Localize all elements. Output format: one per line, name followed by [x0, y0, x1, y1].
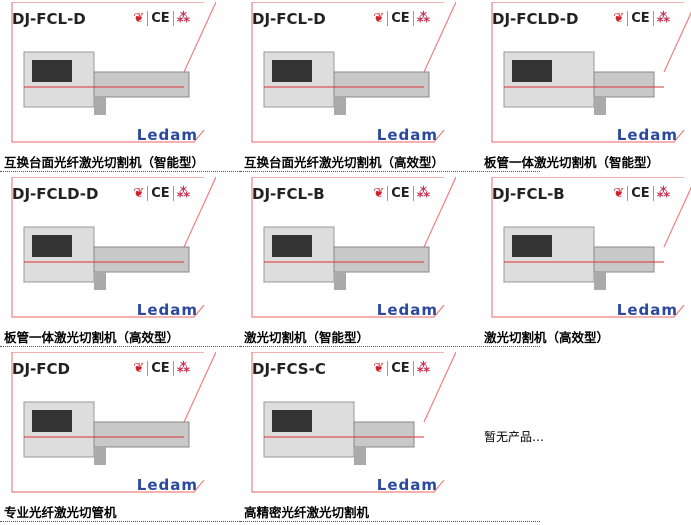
- model-label: DJ-FCL-D: [12, 10, 86, 28]
- flame-icon: ❦: [133, 11, 145, 26]
- machine-image: [23, 401, 190, 465]
- cert-icons: ❦CE⁂: [373, 11, 430, 26]
- product-card: DJ-FCS-C ❦CE⁂ Ledam 高精密光纤激光切割机: [240, 350, 480, 524]
- ip-icon: ⁂: [416, 361, 430, 376]
- product-image[interactable]: DJ-FCL-D ❦CE⁂ Ledam: [244, 2, 456, 150]
- product-title-link[interactable]: 板管一体激光切割机（智能型）: [484, 155, 660, 170]
- model-label: DJ-FCD: [12, 360, 70, 378]
- ledam-logo: Ledam: [136, 126, 198, 144]
- cert-icons: ❦CE⁂: [613, 186, 670, 201]
- ledam-logo: Ledam: [136, 476, 198, 494]
- ce-icon: CE: [627, 186, 654, 201]
- machine-image: [23, 226, 190, 290]
- product-card: DJ-FCLD-D ❦CE⁂ Ledam 板管一体激光切割机（智能型）: [480, 0, 691, 174]
- row-divider: [240, 521, 540, 522]
- product-card: DJ-FCD ❦CE⁂ Ledam 专业光纤激光切管机: [0, 350, 240, 524]
- no-product-text: 暂无产品…: [484, 430, 545, 444]
- flame-icon: ❦: [373, 361, 385, 376]
- image-frame: [251, 352, 456, 493]
- flame-icon: ❦: [133, 361, 145, 376]
- cert-icons: ❦CE⁂: [613, 11, 670, 26]
- image-frame: [11, 2, 216, 143]
- machine-image: [503, 226, 664, 290]
- ce-icon: CE: [147, 361, 174, 376]
- ip-icon: ⁂: [176, 186, 190, 201]
- row-divider: [0, 346, 300, 347]
- image-frame: [11, 177, 216, 318]
- product-title-link[interactable]: 激光切割机（高效型）: [484, 330, 610, 345]
- model-label: DJ-FCL-B: [252, 185, 325, 203]
- image-frame: [251, 177, 456, 318]
- ip-icon: ⁂: [416, 186, 430, 201]
- cert-icons: ❦CE⁂: [133, 11, 190, 26]
- ip-icon: ⁂: [416, 11, 430, 26]
- ledam-logo: Ledam: [616, 126, 678, 144]
- product-image[interactable]: DJ-FCS-C ❦CE⁂ Ledam: [244, 352, 456, 500]
- ip-icon: ⁂: [176, 361, 190, 376]
- flame-icon: ❦: [373, 11, 385, 26]
- machine-image: [503, 51, 664, 115]
- product-card: DJ-FCLD-D ❦CE⁂ Ledam 板管一体激光切割机（高效型）: [0, 175, 240, 349]
- product-image[interactable]: DJ-FCL-B ❦CE⁂ Ledam: [244, 177, 456, 325]
- row-divider: [240, 346, 540, 347]
- ledam-logo: Ledam: [376, 476, 438, 494]
- flame-icon: ❦: [373, 186, 385, 201]
- model-label: DJ-FCLD-D: [12, 185, 99, 203]
- model-label: DJ-FCL-B: [492, 185, 565, 203]
- ce-icon: CE: [387, 186, 414, 201]
- ip-icon: ⁂: [176, 11, 190, 26]
- product-title-link[interactable]: 互换台面光纤激光切割机（高效型）: [244, 155, 445, 170]
- model-label: DJ-FCL-D: [252, 10, 326, 28]
- ce-icon: CE: [387, 11, 414, 26]
- cert-icons: ❦CE⁂: [373, 361, 430, 376]
- ce-icon: CE: [387, 361, 414, 376]
- row-divider: [0, 521, 300, 522]
- product-title-link[interactable]: 高精密光纤激光切割机: [244, 505, 370, 520]
- flame-icon: ❦: [613, 11, 625, 26]
- product-image[interactable]: DJ-FCL-B ❦CE⁂ Ledam: [484, 177, 691, 325]
- product-image[interactable]: DJ-FCD ❦CE⁂ Ledam: [4, 352, 216, 500]
- flame-icon: ❦: [613, 186, 625, 201]
- flame-icon: ❦: [133, 186, 145, 201]
- product-image[interactable]: DJ-FCLD-D ❦CE⁂ Ledam: [4, 177, 216, 325]
- product-image[interactable]: DJ-FCLD-D ❦CE⁂ Ledam: [484, 2, 691, 150]
- product-title-link[interactable]: 专业光纤激光切管机: [4, 505, 117, 520]
- product-title-link[interactable]: 互换台面光纤激光切割机（智能型）: [4, 155, 205, 170]
- cert-icons: ❦CE⁂: [373, 186, 430, 201]
- product-title-link[interactable]: 激光切割机（智能型）: [244, 330, 370, 345]
- product-card: DJ-FCL-D ❦CE⁂ Ledam 互换台面光纤激光切割机（智能型）: [0, 0, 240, 174]
- product-card: DJ-FCL-B ❦CE⁂ Ledam 激光切割机（智能型）: [240, 175, 480, 349]
- cert-icons: ❦CE⁂: [133, 186, 190, 201]
- model-label: DJ-FCLD-D: [492, 10, 579, 28]
- product-image[interactable]: DJ-FCL-D ❦CE⁂ Ledam: [4, 2, 216, 150]
- product-card: DJ-FCL-D ❦CE⁂ Ledam 互换台面光纤激光切割机（高效型）: [240, 0, 480, 174]
- machine-image: [263, 226, 430, 290]
- ip-icon: ⁂: [656, 186, 670, 201]
- machine-image: [263, 51, 430, 115]
- ledam-logo: Ledam: [616, 301, 678, 319]
- ce-icon: CE: [627, 11, 654, 26]
- row-divider: [240, 171, 540, 172]
- product-card: DJ-FCL-B ❦CE⁂ Ledam 激光切割机（高效型）: [480, 175, 691, 349]
- machine-image: [263, 401, 424, 465]
- ledam-logo: Ledam: [376, 301, 438, 319]
- image-frame: [251, 2, 456, 143]
- model-label: DJ-FCS-C: [252, 360, 326, 378]
- product-title-link[interactable]: 板管一体激光切割机（高效型）: [4, 330, 180, 345]
- cert-icons: ❦CE⁂: [133, 361, 190, 376]
- ledam-logo: Ledam: [136, 301, 198, 319]
- row-divider: [0, 171, 300, 172]
- ce-icon: CE: [147, 186, 174, 201]
- image-frame: [11, 352, 216, 493]
- ledam-logo: Ledam: [376, 126, 438, 144]
- ce-icon: CE: [147, 11, 174, 26]
- machine-image: [23, 51, 190, 115]
- ip-icon: ⁂: [656, 11, 670, 26]
